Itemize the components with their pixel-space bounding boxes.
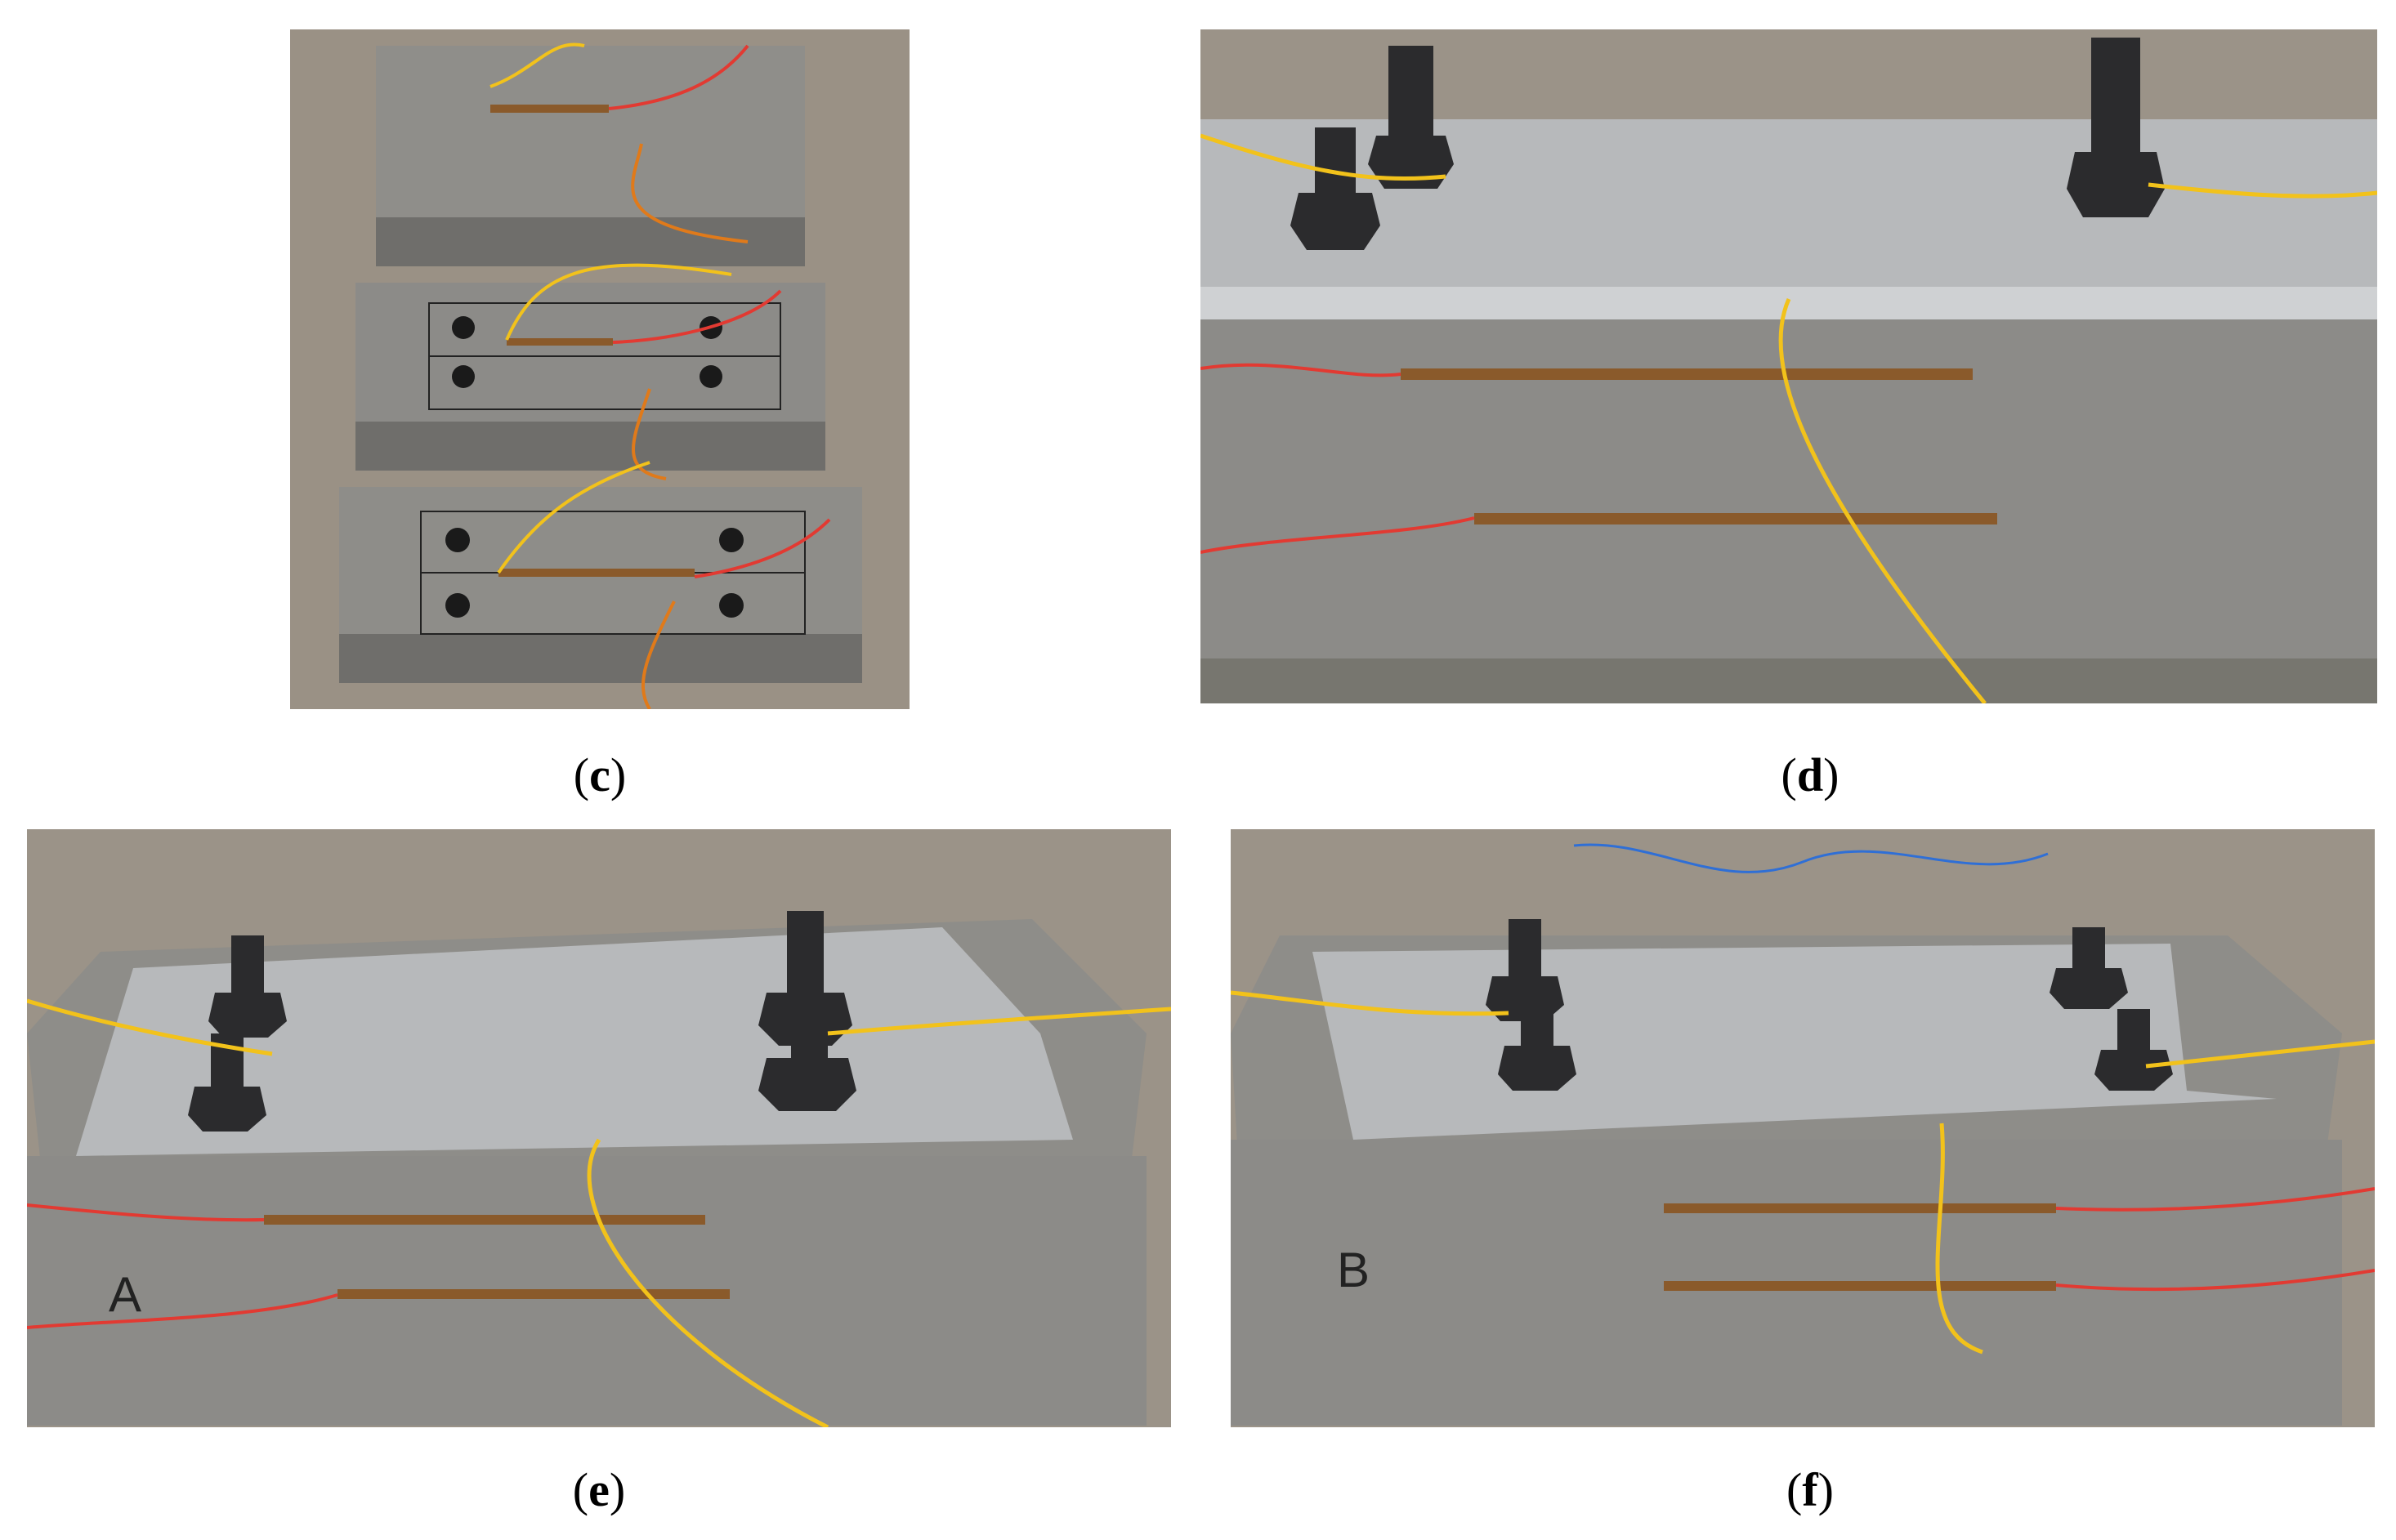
strain-gauge <box>490 105 609 113</box>
caption-c: (c) <box>573 748 627 801</box>
strain-gauge <box>1664 1281 2056 1291</box>
concrete-face <box>1200 319 2377 703</box>
caption-e: (e) <box>572 1463 626 1516</box>
photo-c-illustration <box>290 29 910 709</box>
caption-letter: d <box>1796 748 1824 801</box>
photo-d-illustration <box>1200 29 2377 703</box>
photo-panel-f: B <box>1231 829 2375 1427</box>
caption-d: (d) <box>1781 748 1839 801</box>
strain-gauge <box>1664 1203 2056 1213</box>
strain-gauge <box>264 1215 705 1225</box>
specimen-label: A <box>109 1267 141 1322</box>
concrete-block-top <box>376 42 805 266</box>
concrete-block-bottom <box>339 461 862 709</box>
specimen-label: B <box>1337 1243 1370 1297</box>
strain-gauge <box>1401 368 1973 380</box>
strain-gauge <box>337 1289 730 1299</box>
photo-f-illustration: B <box>1231 829 2375 1427</box>
photo-panel-c <box>290 29 910 709</box>
photo-e-illustration: A <box>27 829 1171 1427</box>
concrete-block-middle <box>355 263 825 480</box>
bolt <box>188 911 856 1132</box>
bolt <box>1290 38 2165 250</box>
caption-letter: f <box>1802 1463 1818 1516</box>
strain-gauge <box>1474 513 1997 524</box>
bolt <box>1486 919 2173 1091</box>
caption-f: (f) <box>1786 1463 1834 1516</box>
photo-panel-e: A <box>27 829 1171 1427</box>
caption-letter: e <box>588 1463 610 1516</box>
caption-letter: c <box>589 748 610 801</box>
photo-panel-d <box>1200 29 2377 703</box>
